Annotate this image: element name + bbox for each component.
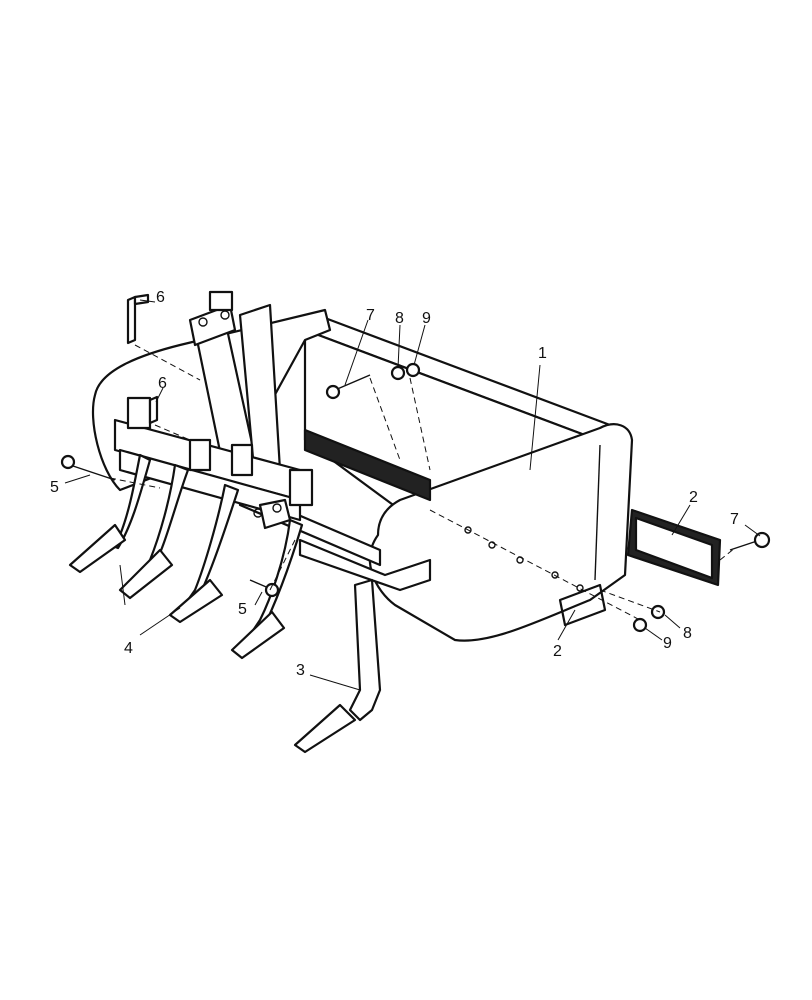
callout-labels: 1 2 2 3 4 5 5 6 6 7 7 8 8 9 9 <box>50 289 739 679</box>
callout-9-top: 9 <box>422 310 431 327</box>
hitch-frame <box>113 290 314 522</box>
callout-7-top: 7 <box>366 307 375 324</box>
leader-lines <box>64 299 761 691</box>
callout-5-center: 5 <box>238 601 247 618</box>
callout-2-right: 2 <box>689 489 698 506</box>
callout-3: 3 <box>296 662 305 679</box>
callout-8-bottom: 8 <box>683 625 692 642</box>
callout-1: 1 <box>538 345 547 362</box>
callout-5-left: 5 <box>50 479 59 496</box>
callout-6-top: 6 <box>156 289 165 306</box>
assembly-lines <box>109 344 736 621</box>
callout-2-bottom: 2 <box>553 643 562 660</box>
callout-8-top: 8 <box>395 310 404 327</box>
cutting-edges <box>303 428 722 627</box>
callout-4: 4 <box>124 640 133 657</box>
callout-9-bottom: 9 <box>663 635 672 652</box>
callout-7-right: 7 <box>730 511 739 528</box>
loose-shank <box>293 578 382 754</box>
callout-6-mid: 6 <box>158 375 167 392</box>
